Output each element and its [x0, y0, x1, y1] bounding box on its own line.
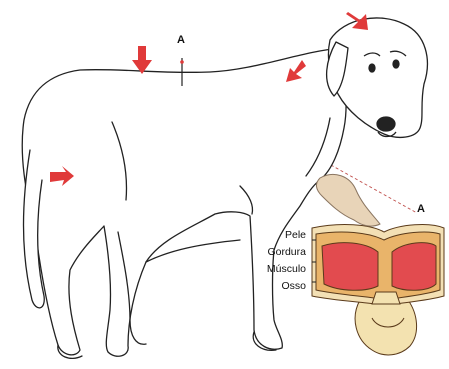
- layer-label-skin: Pele: [270, 230, 306, 241]
- section-a-label: A: [417, 204, 425, 215]
- point-a-dot: [180, 60, 184, 64]
- dog-outline: [22, 48, 346, 358]
- hand-illustration: [316, 174, 380, 226]
- arrow-back: [132, 46, 152, 74]
- layer-label-fat: Gordura: [246, 247, 306, 258]
- point-a-label: A: [177, 35, 185, 46]
- body-cross-section: [312, 225, 444, 355]
- layer-label-bone: Osso: [270, 281, 306, 292]
- layer-label-muscle: Músculo: [246, 264, 306, 275]
